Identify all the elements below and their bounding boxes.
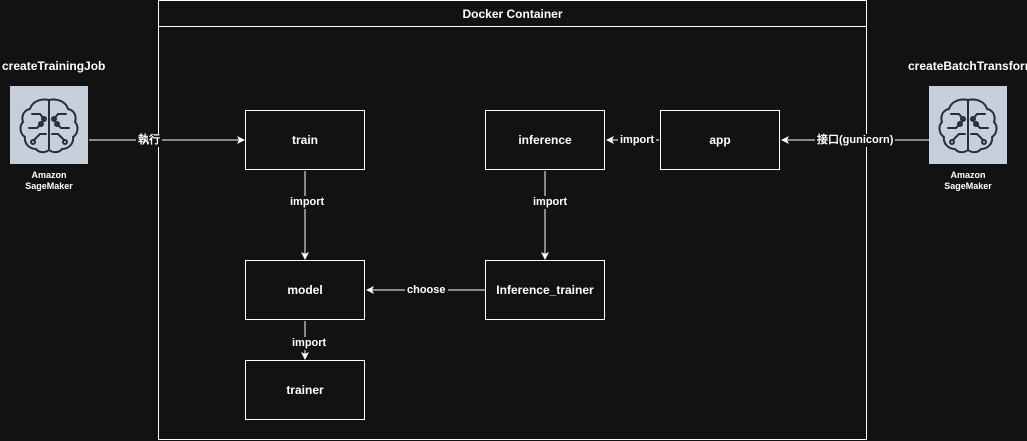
create-training-job-title: createTrainingJob	[2, 59, 106, 73]
node-model[interactable]: model	[245, 260, 365, 320]
sagemaker-label: SageMaker	[25, 181, 73, 191]
node-inference-trainer[interactable]: Inference_trainer	[485, 260, 605, 320]
amazon-label: Amazon	[31, 170, 67, 180]
amazon-sagemaker-label-right: Amazon SageMaker	[918, 170, 1018, 192]
node-inference[interactable]: inference	[485, 110, 605, 170]
edge-label-execute: 執行	[136, 134, 162, 147]
sagemaker-brain-icon-graphic	[938, 98, 998, 154]
edge-label-interface: 接口(gunicorn)	[815, 134, 896, 147]
docker-container: Docker Container	[158, 0, 867, 440]
amazon-label: Amazon	[950, 170, 986, 180]
edge-label-choose: choose	[405, 284, 448, 297]
sagemaker-brain-icon[interactable]	[10, 86, 88, 164]
sagemaker-label: SageMaker	[944, 181, 992, 191]
sagemaker-brain-icon[interactable]	[929, 86, 1007, 164]
sagemaker-brain-icon-graphic	[19, 98, 79, 154]
edge-label-inference-import: import	[531, 196, 570, 209]
docker-container-title: Docker Container	[159, 1, 866, 27]
node-app[interactable]: app	[660, 110, 780, 170]
create-batch-transform-title: createBatchTransform	[908, 59, 1027, 73]
edge-label-train-import: import	[288, 196, 327, 209]
edge-label-app-import: import	[618, 134, 657, 147]
amazon-sagemaker-label-left: Amazon SageMaker	[0, 170, 99, 192]
edge-label-model-import: import	[290, 337, 329, 350]
node-trainer[interactable]: trainer	[245, 360, 365, 420]
node-train[interactable]: train	[245, 110, 365, 170]
